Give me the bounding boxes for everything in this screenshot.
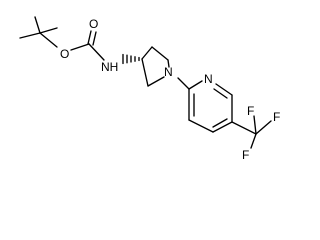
fluorine-top-left-label: F — [247, 104, 254, 118]
bond-py-c6-inner — [213, 88, 228, 99]
bond-py-c5-c4 — [212, 121, 233, 133]
bond-tbu-methyl-left — [19, 32, 41, 39]
bond-o-carbonyl — [70, 43, 90, 51]
bond-cf3-f-bottom — [250, 133, 257, 149]
bond-pyr-n-c2 — [147, 76, 165, 87]
amide-nh-label: NH — [101, 60, 118, 74]
bond-pyr-c4-c5 — [151, 46, 169, 61]
bond-py-c4-inner — [212, 118, 228, 128]
fluorine-top-right-label: F — [273, 110, 280, 124]
bond-tbu-c-o — [39, 32, 58, 48]
bond-pyr-c5-n — [167, 59, 170, 68]
bonds — [19, 16, 272, 149]
bond-n-pyridine — [177, 77, 190, 90]
atom-labels: O O NH N N F F F — [60, 17, 280, 162]
fluorine-bottom-label: F — [242, 148, 249, 162]
bond-cf3-f-top-left — [253, 115, 257, 135]
bond-py-c2-n — [188, 80, 203, 90]
bond-carbonyl-nh — [88, 43, 105, 61]
pyridine-nitrogen-label: N — [204, 72, 213, 86]
bond-tbu-methyl-right — [39, 27, 58, 34]
bond-tbu-methyl-top — [34, 16, 41, 34]
pyrrolidine-nitrogen-label: N — [164, 65, 173, 79]
bond-pyr-c3-c4 — [141, 46, 153, 60]
bond-py-c4-c3 — [188, 119, 214, 133]
bond-py-n-c6 — [215, 83, 233, 96]
bond-pyr-c2-c3 — [141, 58, 149, 87]
ester-oxygen-label: O — [60, 47, 69, 61]
bond-py-cf3 — [231, 121, 257, 135]
stereo-hash-bond — [122, 53, 140, 65]
bond-carbonyl-double-a — [87, 30, 92, 45]
bond-carbonyl-double-b — [92, 31, 97, 46]
molecule-structure: O O NH N N F F F — [19, 16, 280, 162]
bond-cf3-f-top-right — [255, 120, 272, 135]
carbonyl-oxygen-label: O — [89, 17, 98, 31]
